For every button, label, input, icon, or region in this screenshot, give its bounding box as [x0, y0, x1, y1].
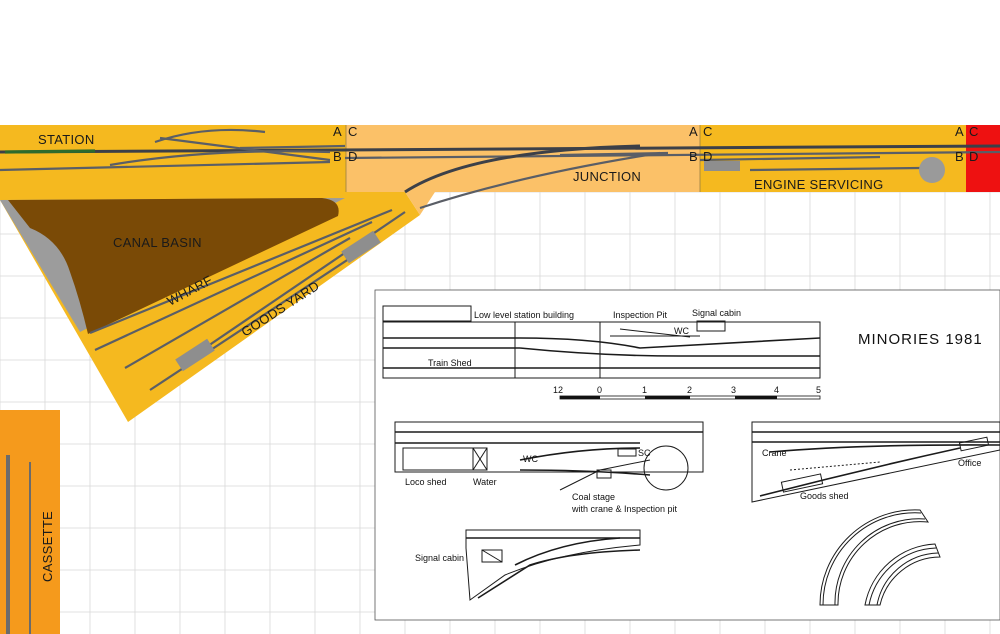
- scale-bar: 12 0 1 2 3 4 5: [553, 385, 821, 400]
- loco-shed-label: Loco shed: [405, 477, 447, 487]
- sketch-loco-shed: WC SC Loco shed Water Coal stage with cr…: [394, 421, 704, 514]
- office-label: Office: [958, 458, 981, 468]
- join-d-3: D: [969, 149, 979, 164]
- sketch-goods-yard: Crane Office Goods shed: [751, 421, 1000, 503]
- join-a-1: A: [333, 124, 342, 139]
- junction-label: JUNCTION: [573, 169, 641, 184]
- wc-label: WC: [674, 326, 689, 336]
- goods-shed-block: [341, 230, 381, 264]
- low-level-station-label: Low level station building: [474, 310, 574, 320]
- join-c-2: C: [703, 124, 713, 139]
- cassette-label: CASSETTE: [40, 511, 55, 582]
- scale-tick-5: 5: [816, 385, 821, 395]
- sketch-signal-cabin: Signal cabin: [415, 529, 641, 601]
- engine-servicing-label: ENGINE SERVICING: [754, 177, 884, 192]
- canal-basin-label: CANAL BASIN: [113, 235, 202, 250]
- fiddle-end-board: [966, 125, 1000, 192]
- signal-cabin-label: Signal cabin: [692, 308, 741, 318]
- join-c-3: C: [969, 124, 979, 139]
- track-plan: [0, 128, 1000, 634]
- water-label: Water: [473, 477, 497, 487]
- engine-shed: [704, 161, 740, 171]
- join-d-2: D: [703, 149, 713, 164]
- station-label: STATION: [38, 132, 95, 147]
- join-c-1: C: [348, 124, 358, 139]
- sc-label: SC: [638, 448, 651, 458]
- minories-inset: MINORIES 1981 Low level station building…: [374, 289, 1000, 621]
- scale-tick-4: 4: [774, 385, 779, 395]
- wharf-crane-block: [175, 338, 215, 372]
- scale-tick-1: 1: [642, 385, 647, 395]
- scale-tick-0: 0: [597, 385, 602, 395]
- join-a-2: A: [689, 124, 698, 139]
- join-b-1: B: [333, 149, 342, 164]
- train-shed-label: Train Shed: [428, 358, 472, 368]
- curved-track-pieces: [819, 509, 941, 606]
- junction-tail: [346, 192, 435, 215]
- inspection-pit-label: Inspection Pit: [613, 310, 668, 320]
- coal-stage-sub-label: with crane & Inspection pit: [571, 504, 678, 514]
- sketch-station: Low level station building Inspection Pi…: [382, 305, 821, 379]
- canal-basin: [8, 198, 339, 334]
- inset-title: MINORIES 1981: [858, 331, 983, 348]
- join-b-3: B: [955, 149, 964, 164]
- crane-label: Crane: [762, 448, 787, 458]
- scale-tick-2: 2: [687, 385, 692, 395]
- signal-cabin-2-label: Signal cabin: [415, 553, 464, 563]
- goods-shed-label: Goods shed: [800, 491, 849, 501]
- wc2-label: WC: [523, 454, 538, 464]
- join-markers: A C B D A C B D A C B D: [333, 124, 979, 164]
- turntable: [919, 157, 945, 183]
- join-d-1: D: [348, 149, 358, 164]
- coal-stage-label: Coal stage: [572, 492, 615, 502]
- join-a-3: A: [955, 124, 964, 139]
- scale-tick-12: 12: [553, 385, 563, 395]
- scale-tick-3: 3: [731, 385, 736, 395]
- join-b-2: B: [689, 149, 698, 164]
